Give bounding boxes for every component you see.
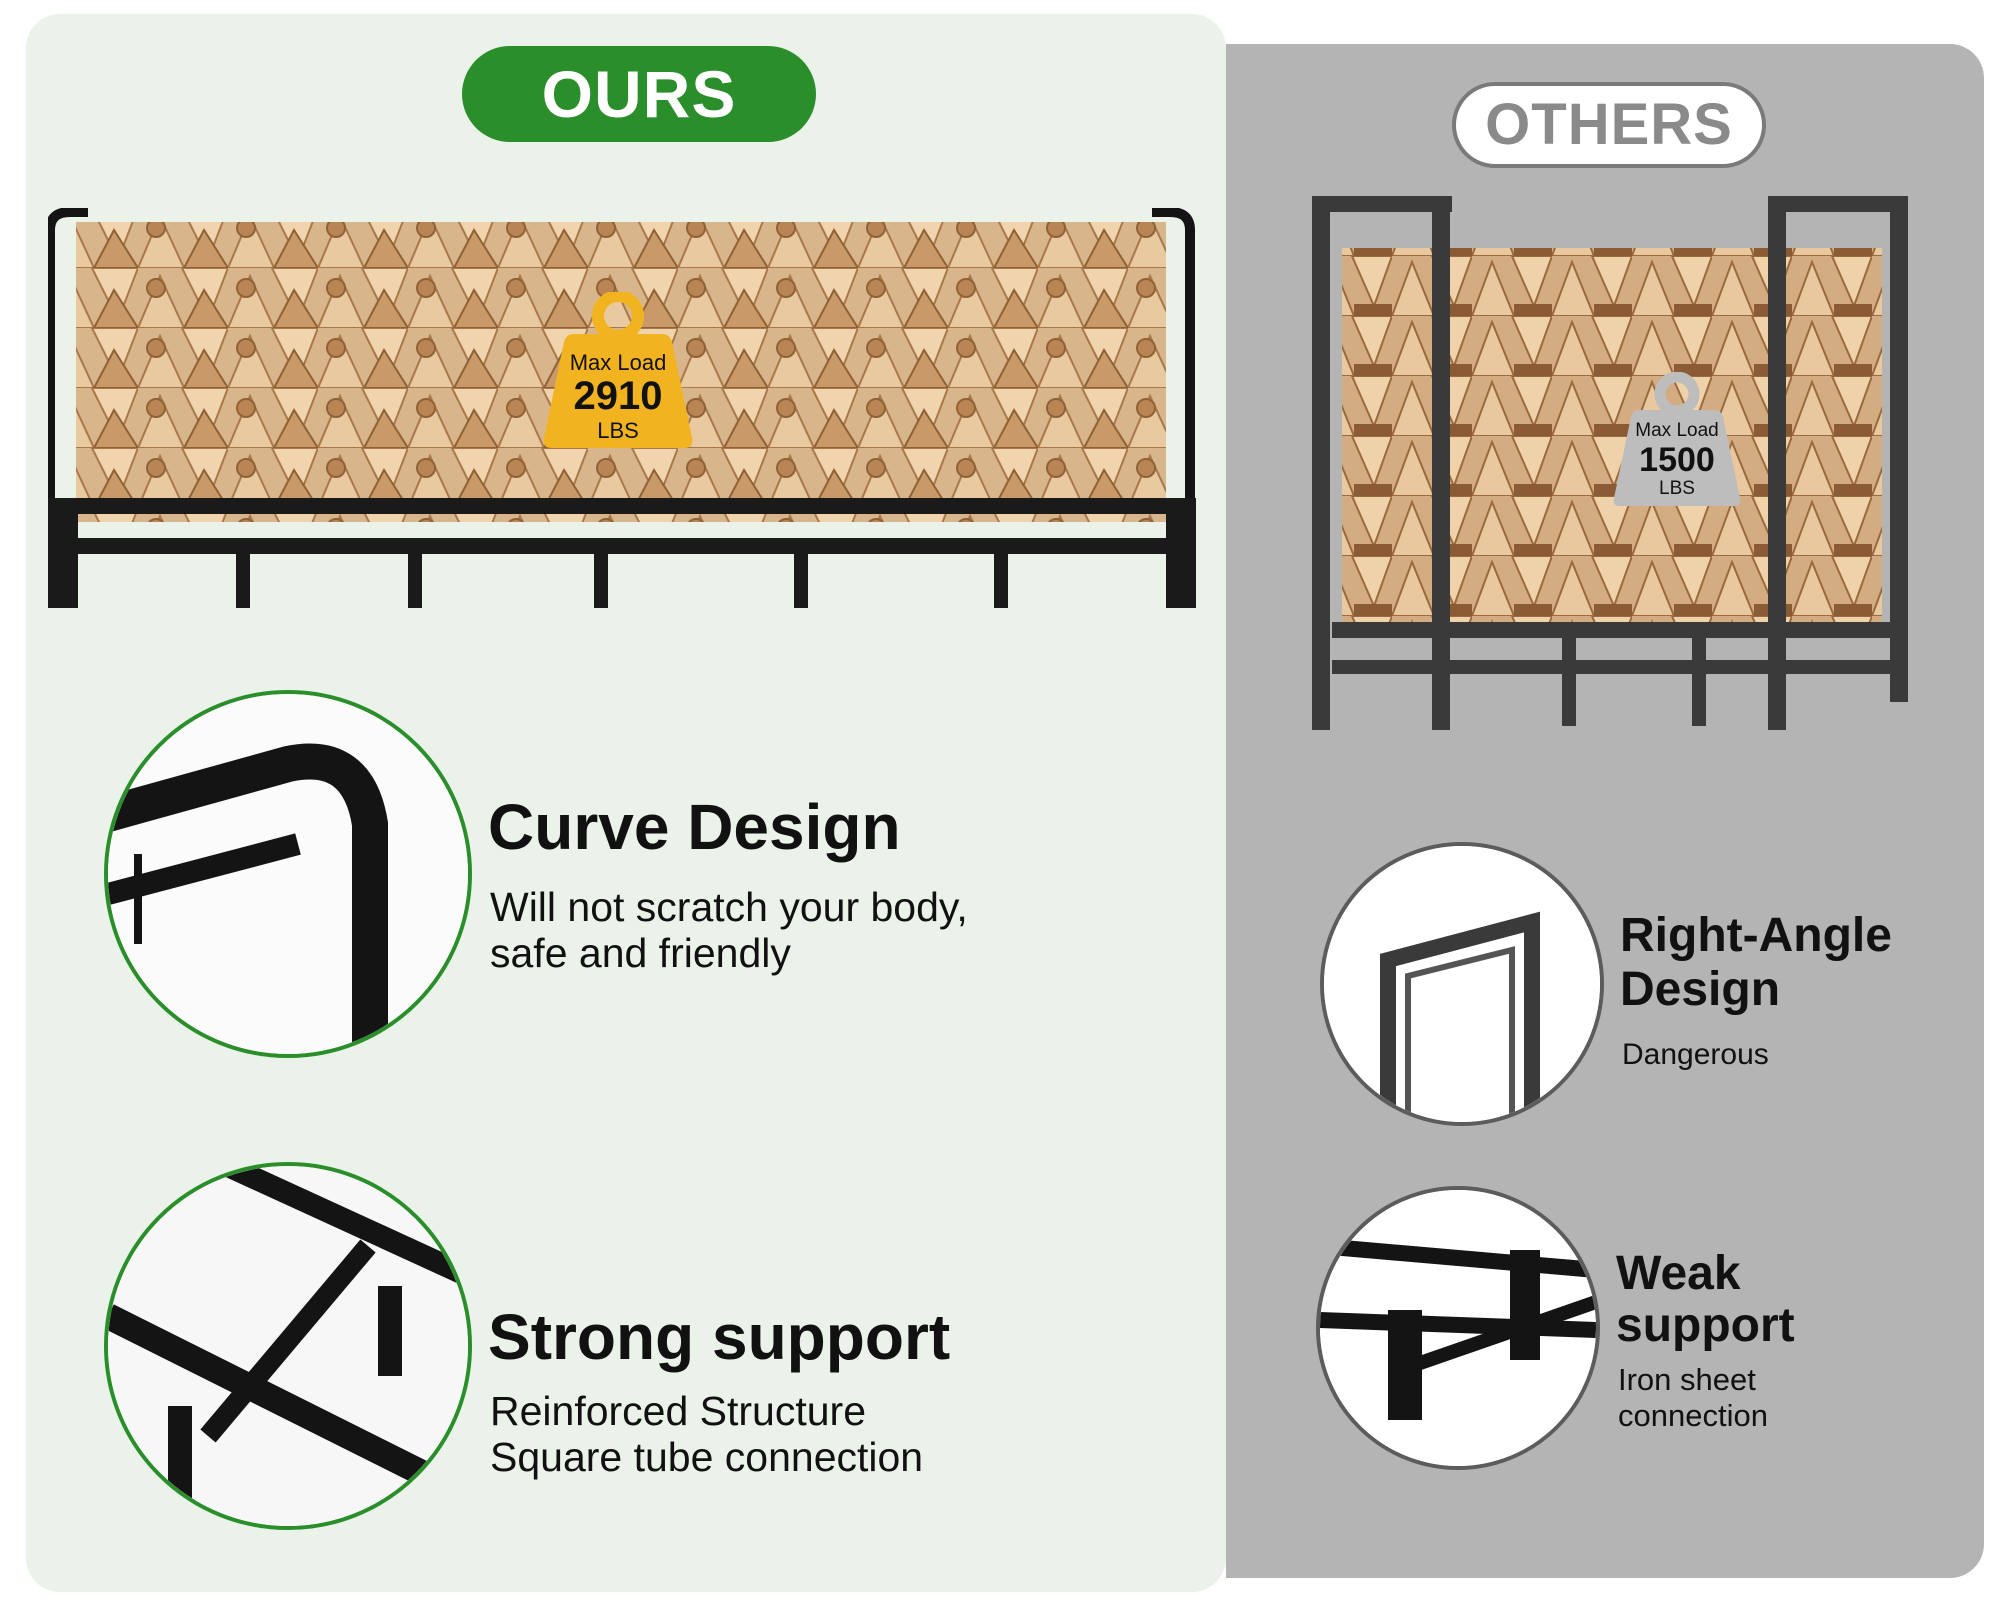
ours-max-load-label: Max Load: [569, 350, 667, 375]
ours-feature-2-line-1: Reinforced Structure: [490, 1388, 867, 1434]
right-angle-design-closeup-image: [1320, 842, 1604, 1126]
ours-feature-1-title: Curve Design: [488, 791, 901, 863]
others-feature-2-line-1: Iron sheet: [1618, 1362, 1756, 1397]
others-feature-1-title-line-2: Design: [1620, 963, 1781, 1016]
others-max-load-value: 1500: [1639, 441, 1715, 479]
ours-feature-2-title: Strong support: [488, 1301, 951, 1373]
ours-max-load-value: 2910: [573, 374, 663, 418]
others-max-load-label: Max Load: [1635, 420, 1719, 441]
others-max-load-unit: LBS: [1659, 478, 1695, 499]
others-feature-2-line-2: connection: [1618, 1398, 1768, 1433]
others-max-load-weight-icon: Max Load 1500 LBS: [1610, 372, 1744, 510]
others-feature-1-line-1: Dangerous: [1622, 1038, 1769, 1071]
others-firewood-rack-image: [1312, 196, 1908, 736]
ours-feature-2-line-2: Square tube connection: [490, 1434, 924, 1480]
others-badge: OTHERS: [1452, 82, 1766, 168]
curve-design-closeup-image: [104, 690, 472, 1058]
ours-max-load-weight-icon: Max Load 2910 LBS: [540, 292, 696, 452]
others-feature-2-title-line-1: Weak: [1616, 1247, 1741, 1300]
ours-firewood-rack-image: [45, 207, 1196, 608]
ours-max-load-unit: LBS: [597, 418, 639, 443]
strong-support-closeup-image: [104, 1162, 472, 1530]
ours-feature-1-line-1: Will not scratch your body,: [490, 884, 968, 930]
others-feature-1-title-line-1: Right-Angle: [1620, 909, 1892, 962]
others-feature-2-title-line-2: support: [1616, 1299, 1795, 1352]
ours-badge: OURS: [462, 46, 816, 142]
ours-feature-1-line-2: safe and friendly: [490, 930, 791, 976]
weak-support-closeup-image: [1316, 1186, 1600, 1470]
